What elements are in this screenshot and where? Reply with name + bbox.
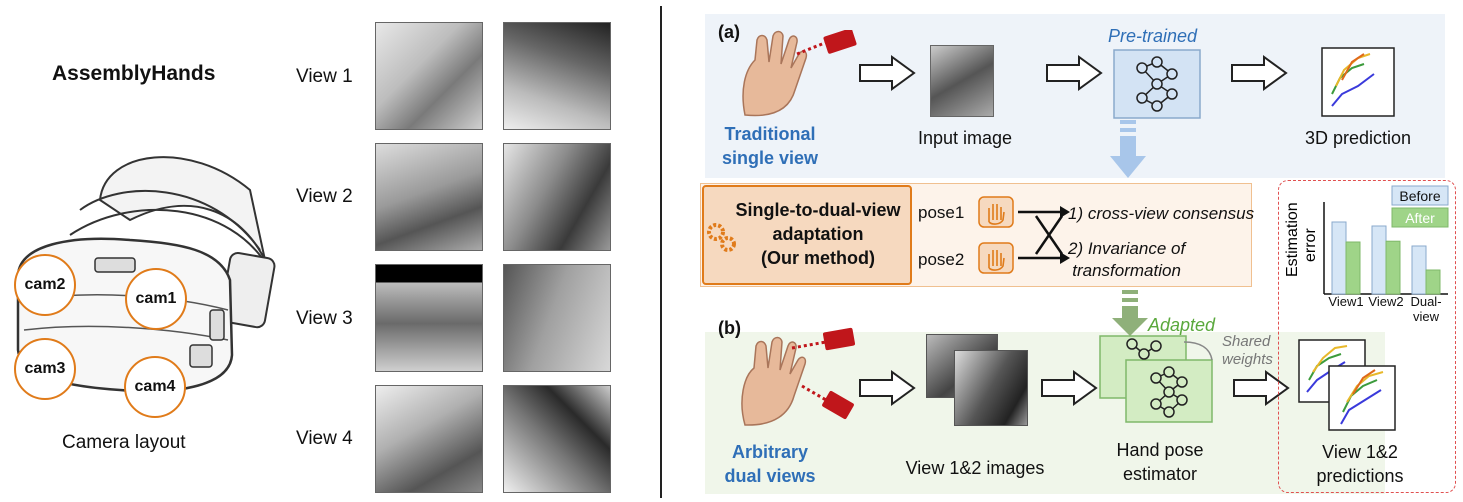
arbitrary-label-line2: dual views — [724, 466, 816, 486]
view2-cam-a-image — [375, 143, 483, 251]
arrow-a2-icon — [1046, 55, 1103, 91]
view-label-2: View 2 — [296, 186, 353, 207]
invariance-line2: transformation — [1072, 261, 1181, 280]
predictions-line2: predictions — [1316, 466, 1404, 486]
bar-before-0 — [1331, 221, 1347, 295]
bar-before-1 — [1371, 225, 1387, 295]
method-title: Single-to-dual-view adaptation (Our meth… — [728, 198, 908, 270]
panel-a-tag: (a) — [718, 22, 740, 42]
x-tick-label-1: View2 — [1368, 294, 1404, 309]
bar-after-0 — [1345, 241, 1361, 295]
bar-after-2 — [1425, 269, 1441, 295]
invariance-label: 2) Invariance of transformation — [1068, 238, 1185, 282]
error-chart-frame — [1278, 180, 1456, 493]
view-label-1: View 1 — [296, 66, 353, 87]
x-tick-label-0: View1 — [1328, 294, 1364, 309]
view-label-4: View 4 — [296, 428, 353, 449]
arbitrary-label-line1: Arbitrary — [731, 442, 809, 462]
legend-swatch-before — [1391, 185, 1449, 206]
legend-label-before: Before — [1399, 188, 1440, 204]
chart-x-labels: View1 View2 Dual-view — [1280, 294, 1454, 338]
input-image-label: Input image — [917, 128, 1013, 148]
legend-label-after: After — [1405, 210, 1435, 226]
hand-pose-estimator-label: Hand pose estimator — [1100, 438, 1220, 486]
estimator-line2: estimator — [1122, 464, 1198, 484]
adapted-label: Adapted — [1148, 315, 1216, 335]
adapted-network-icon — [1099, 335, 1213, 423]
shared-line2: weights — [1222, 351, 1273, 368]
traditional-single-view-label: Traditional single view — [715, 122, 825, 170]
pretrained-network-icon — [1113, 49, 1201, 119]
method-box — [702, 185, 912, 285]
shared-weights-label: Shared weights — [1222, 333, 1273, 369]
view1-cam-b-image — [503, 22, 611, 130]
method-line3: (Our method) — [761, 248, 875, 268]
arrow-b2-icon — [1041, 370, 1098, 406]
pose1-hand-icon — [978, 196, 1014, 228]
section-divider — [660, 6, 662, 498]
dual-prediction-plots-icon — [1298, 339, 1396, 431]
pretrained-label: Pre-trained — [1108, 26, 1198, 46]
cam4-marker: cam4 — [124, 356, 186, 418]
chart-ylabel-line2: error — [1302, 228, 1319, 262]
pose2-label: pose2 — [918, 250, 965, 269]
traditional-label-line1: Traditional — [724, 124, 816, 144]
arrow-b1-icon — [859, 370, 916, 406]
arrow-a3-icon — [1231, 55, 1288, 91]
pose2-hand-icon — [978, 242, 1014, 274]
chart-ylabel-line1: Estimation — [1284, 202, 1301, 277]
view-images-label: View 1&2 images — [905, 458, 1045, 478]
invariance-line1: 2) Invariance of — [1068, 239, 1186, 258]
camera-layout-caption: Camera layout — [62, 432, 186, 453]
legend-swatch-after — [1391, 207, 1449, 228]
view1-cam-a-image — [375, 22, 483, 130]
traditional-label-line2: single view — [721, 148, 819, 168]
arrow-b3-icon — [1233, 370, 1290, 406]
shared-weights-bracket-icon — [1183, 341, 1213, 361]
3d-prediction-plot-icon — [1321, 47, 1395, 117]
gear-icon — [707, 223, 736, 252]
input-image-thumbnail — [930, 45, 994, 117]
view3-cam-a-image — [375, 264, 483, 372]
cam2-marker: cam2 — [14, 254, 76, 316]
view2-input-thumbnail — [954, 350, 1028, 426]
pose1-label: pose1 — [918, 203, 965, 222]
view-label-3: View 3 — [296, 308, 353, 329]
panel-b-tag: (b) — [718, 318, 741, 338]
cross-arrows-icon — [1018, 206, 1070, 264]
shared-line1: Shared — [1222, 333, 1271, 350]
arbitrary-dual-views-label: Arbitrary dual views — [715, 440, 825, 488]
cross-view-consensus-label: 1) cross-view consensus — [1068, 204, 1255, 223]
panel-b-background — [705, 332, 1385, 494]
bar-after-1 — [1385, 240, 1401, 295]
dual-predictions-label: View 1&2 predictions — [1300, 440, 1420, 488]
hand-with-camera-icon — [742, 30, 857, 117]
3d-prediction-label: 3D prediction — [1304, 128, 1412, 148]
cam1-marker: cam1 — [125, 268, 187, 330]
predictions-line1: View 1&2 — [1322, 442, 1398, 462]
cam3-marker: cam3 — [14, 338, 76, 400]
view4-cam-b-image — [503, 385, 611, 493]
bar-before-2 — [1411, 245, 1427, 295]
adapt-down-arrow-icon — [1110, 120, 1146, 178]
estimator-line1: Hand pose — [1116, 440, 1204, 460]
method-line2: adaptation — [772, 224, 864, 244]
dataset-title: AssemblyHands — [52, 62, 216, 85]
view4-cam-a-image — [375, 385, 483, 493]
method-line1: Single-to-dual-view — [735, 200, 901, 220]
adapted-down-arrow-icon — [1112, 290, 1148, 336]
x-tick-label-2: Dual-view — [1410, 294, 1442, 324]
hand-with-dual-cameras-icon — [741, 327, 856, 426]
view2-cam-b-image — [503, 143, 611, 251]
view3-cam-b-image — [503, 264, 611, 372]
arrow-a1-icon — [859, 55, 916, 91]
